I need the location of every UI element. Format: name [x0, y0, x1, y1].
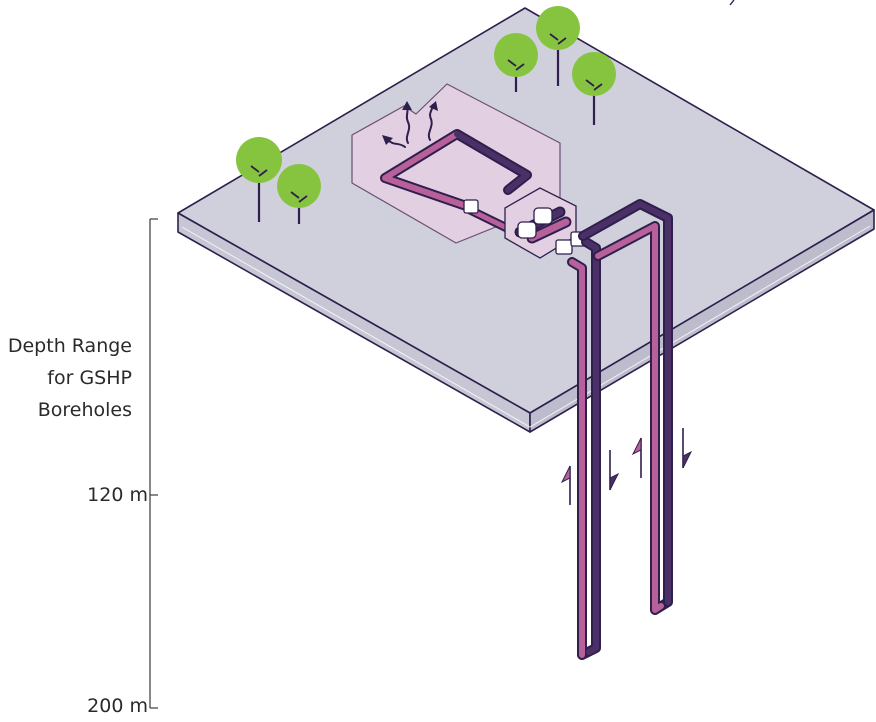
borehole-1: [567, 237, 601, 660]
tree-icon: [572, 52, 616, 125]
flow-arrow-icon: [560, 428, 693, 505]
depth-range-label: Depth Range for GSHP Boreholes: [8, 330, 132, 426]
depth-tick-label-120: 120 m: [87, 484, 148, 506]
depth-scale: [149, 218, 158, 709]
tree-icon: [494, 33, 538, 92]
tree-icon: [236, 137, 282, 222]
depth-tick-label-200: 200 m: [87, 695, 148, 717]
depth-range-line-2: for GSHP: [47, 367, 132, 389]
depth-range-line-3: Boreholes: [37, 399, 132, 421]
tree-icon: [536, 6, 580, 86]
tree-icon: [277, 164, 321, 224]
borehole-2: [578, 199, 673, 615]
edge-mark: [729, 0, 735, 6]
heat-arrow-icon: [382, 101, 438, 148]
depth-range-line-1: Depth Range: [7, 335, 132, 357]
